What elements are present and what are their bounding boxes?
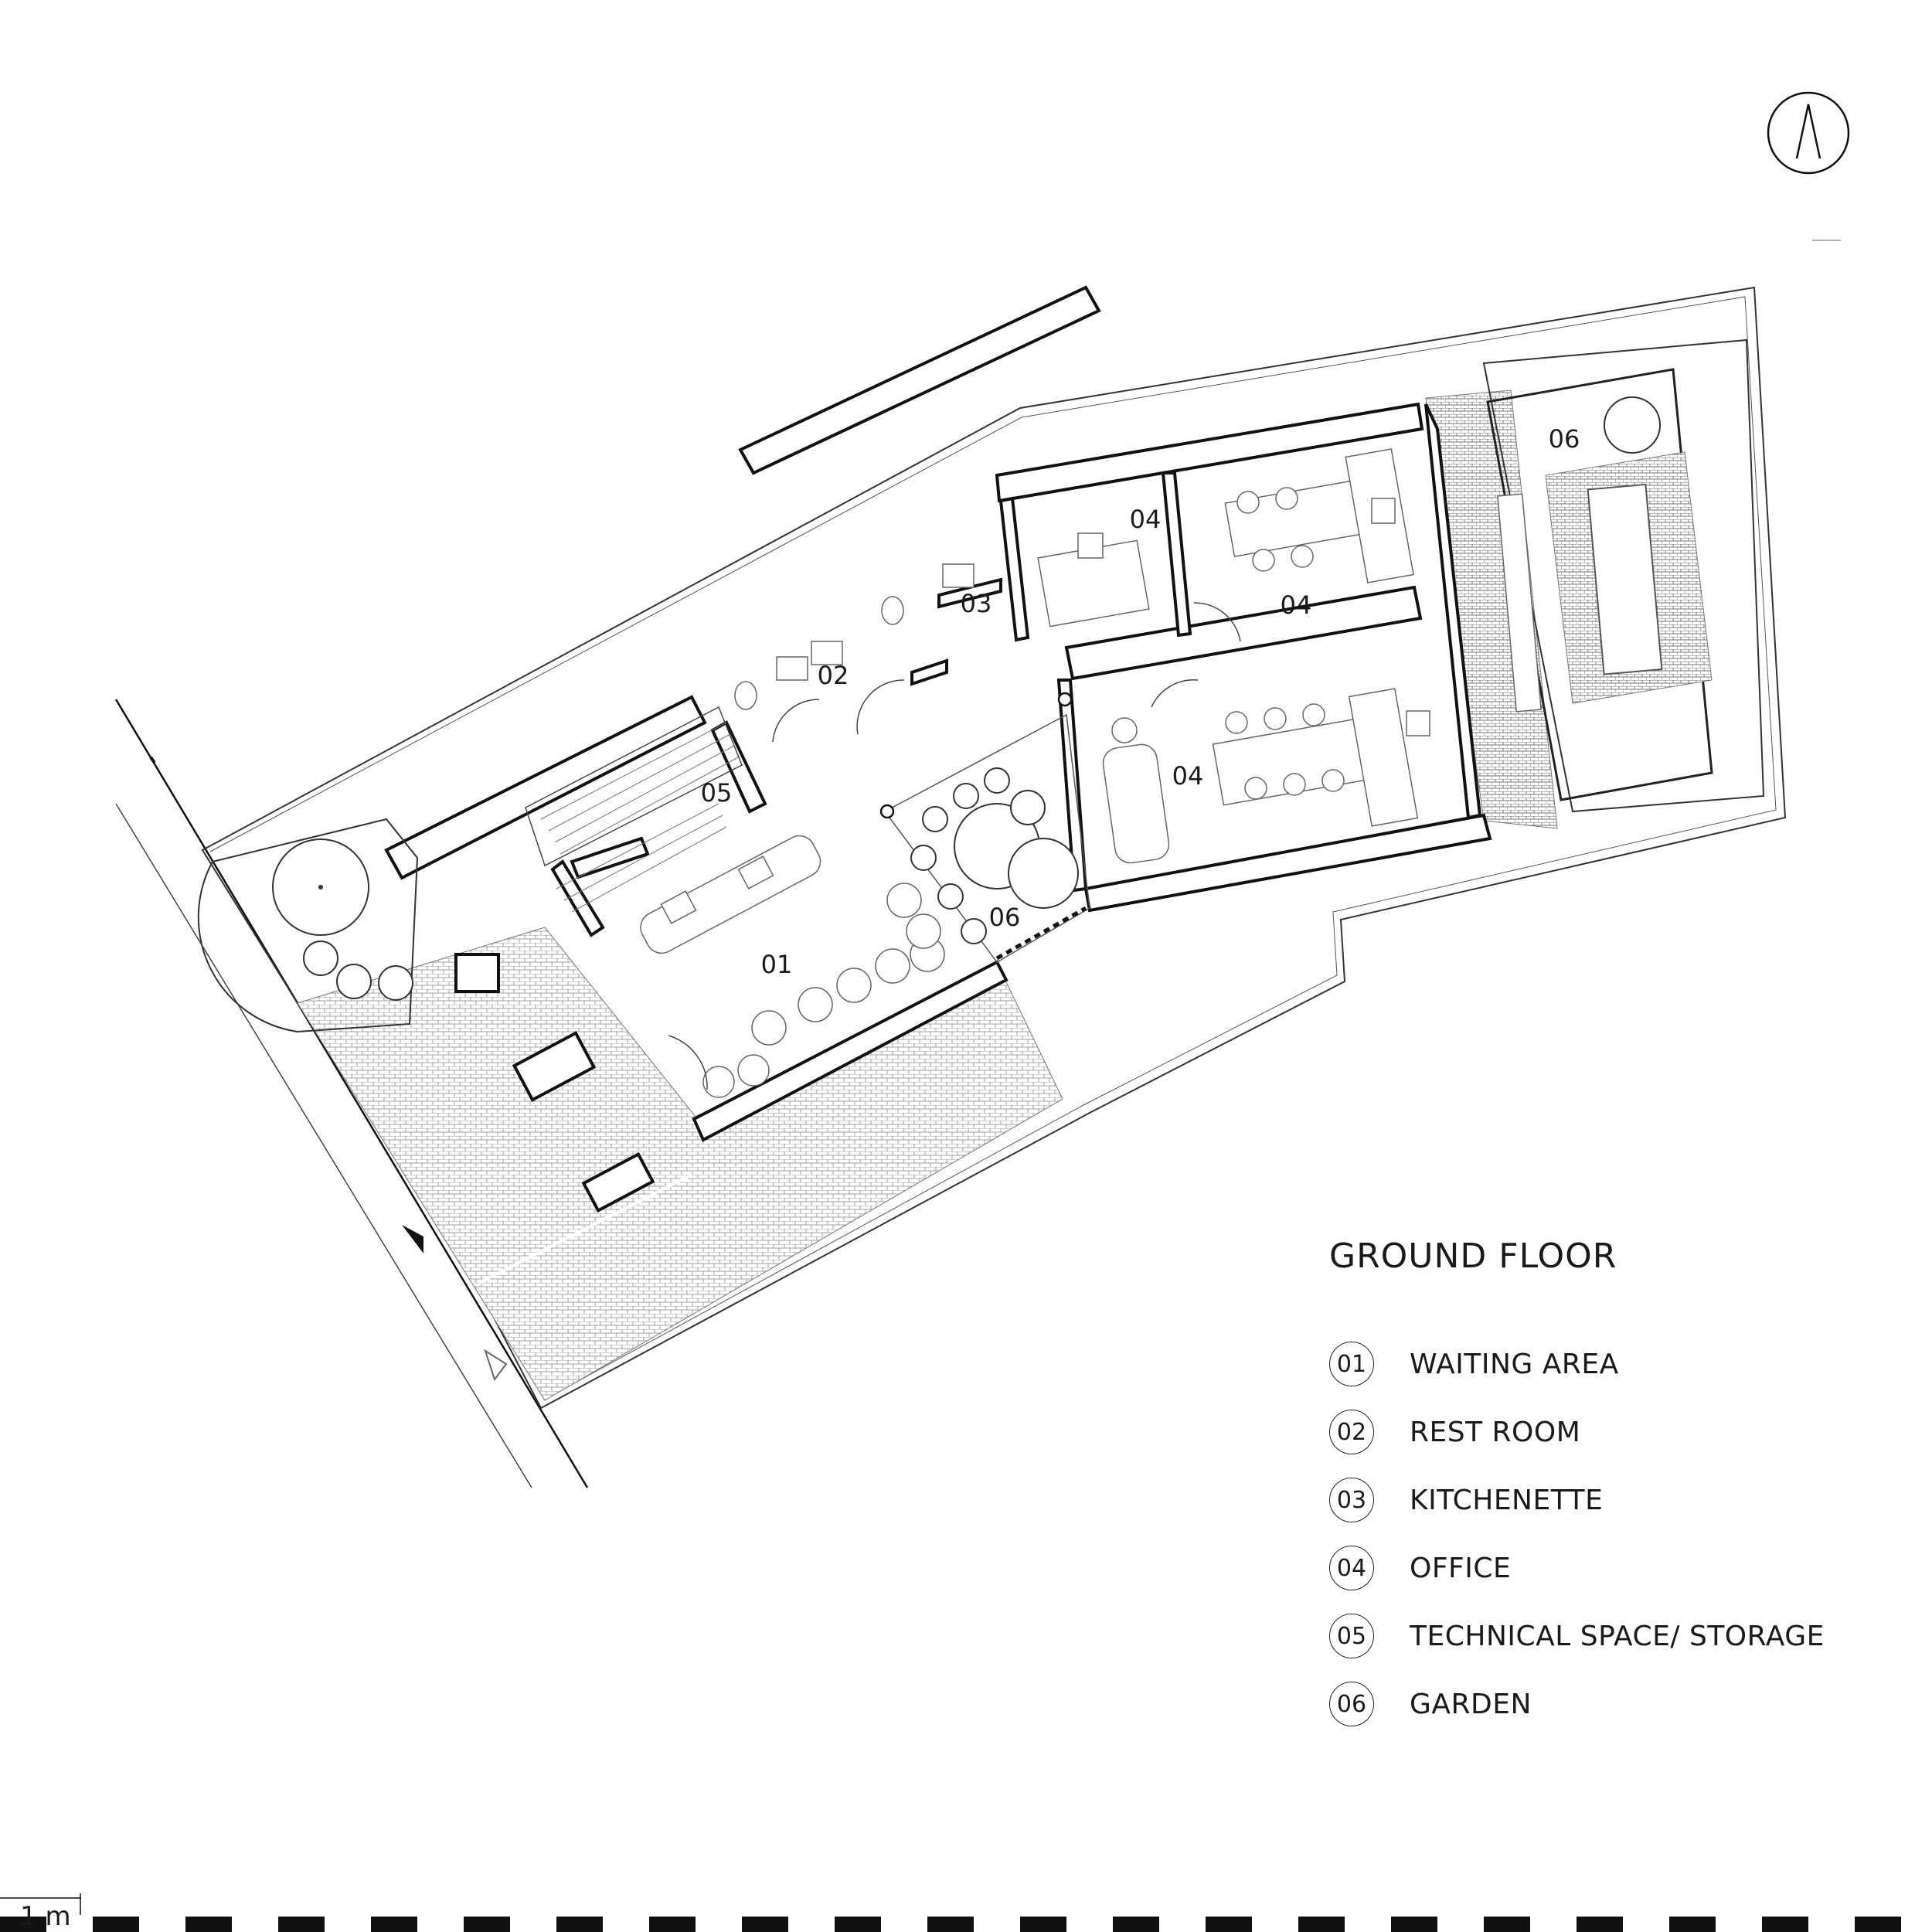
- legend-label: KITCHENETTE: [1410, 1484, 1604, 1516]
- room-label-storage: 05: [701, 778, 733, 808]
- stairs: [525, 706, 743, 913]
- legend-number-badge: 04: [1329, 1546, 1374, 1590]
- legend-list: 01 WAITING AREA 02 REST ROOM 03 KITCHENETTE 04…: [1329, 1330, 1870, 1738]
- scale-block: [371, 1917, 417, 1932]
- legend-item: 03 KITCHENETTE: [1329, 1466, 1870, 1534]
- scale-block: [278, 1917, 325, 1932]
- scale-block: [464, 1917, 510, 1932]
- scale-bar: [0, 1893, 1901, 1932]
- scale-block: [835, 1917, 881, 1932]
- office-furniture: [1037, 448, 1430, 864]
- scale-block: [1391, 1917, 1437, 1932]
- room-label-office-a: 04: [1130, 505, 1162, 534]
- scale-block: [1762, 1917, 1808, 1932]
- legend-number-badge: 02: [1329, 1410, 1374, 1454]
- room-label-office-c: 04: [1172, 761, 1204, 791]
- legend-number-badge: 06: [1329, 1682, 1374, 1726]
- exit-arrow-icon: [484, 1349, 508, 1382]
- waiting-furniture: [640, 835, 945, 1098]
- scale-block: [93, 1917, 139, 1932]
- scale-block: [0, 1917, 46, 1932]
- scale-block: [1298, 1917, 1345, 1932]
- legend-number-badge: 01: [1329, 1342, 1374, 1386]
- room-label-waiting-area: 01: [761, 950, 793, 979]
- scale-block: [742, 1917, 788, 1932]
- scale-block: [556, 1917, 603, 1932]
- scale-block: [927, 1917, 974, 1932]
- scale-block: [1669, 1917, 1716, 1932]
- room-label-office-b: 04: [1281, 590, 1312, 620]
- terrace-garden: [1482, 338, 1765, 813]
- north-arrow-icon: [1767, 91, 1850, 241]
- scale-block: [649, 1917, 696, 1932]
- scale-block: [185, 1917, 232, 1932]
- legend-label: WAITING AREA: [1410, 1348, 1619, 1380]
- legend-label: TECHNICAL SPACE/ STORAGE: [1410, 1620, 1825, 1652]
- legend: GROUND FLOOR 01 WAITING AREA 02 REST ROOM 03…: [1329, 1236, 1870, 1738]
- legend-item: 01 WAITING AREA: [1329, 1330, 1870, 1398]
- legend-item: 06 GARDEN: [1329, 1670, 1870, 1738]
- room-label-terrace-garden: 06: [1549, 424, 1580, 454]
- legend-number-badge: 03: [1329, 1478, 1374, 1522]
- street-edge: [114, 699, 589, 1488]
- legend-item: 05 TECHNICAL SPACE/ STORAGE: [1329, 1602, 1870, 1670]
- inner-garden: [879, 692, 1090, 963]
- front-planter: [197, 818, 419, 1033]
- scale-block: [1855, 1917, 1901, 1932]
- room-label-rest-room: 02: [818, 661, 849, 690]
- legend-item: 04 OFFICE: [1329, 1534, 1870, 1602]
- legend-label: GARDEN: [1410, 1688, 1532, 1720]
- legend-number-badge: 05: [1329, 1614, 1374, 1658]
- room-label-inner-garden: 06: [989, 903, 1021, 932]
- scale-block: [1020, 1917, 1066, 1932]
- legend-label: OFFICE: [1410, 1552, 1512, 1584]
- room-label-kitchenette: 03: [961, 589, 992, 618]
- scale-block: [1113, 1917, 1159, 1932]
- drawing-title: GROUND FLOOR: [1329, 1236, 1617, 1276]
- scale-label: 1 m: [20, 1901, 71, 1932]
- scale-block: [1206, 1917, 1252, 1932]
- legend-item: 02 REST ROOM: [1329, 1398, 1870, 1466]
- scale-block: [1484, 1917, 1530, 1932]
- legend-label: REST ROOM: [1410, 1416, 1581, 1448]
- restroom-fixtures: [734, 563, 975, 743]
- scale-block: [1577, 1917, 1623, 1932]
- entrance-arrow-icon: [402, 1225, 423, 1253]
